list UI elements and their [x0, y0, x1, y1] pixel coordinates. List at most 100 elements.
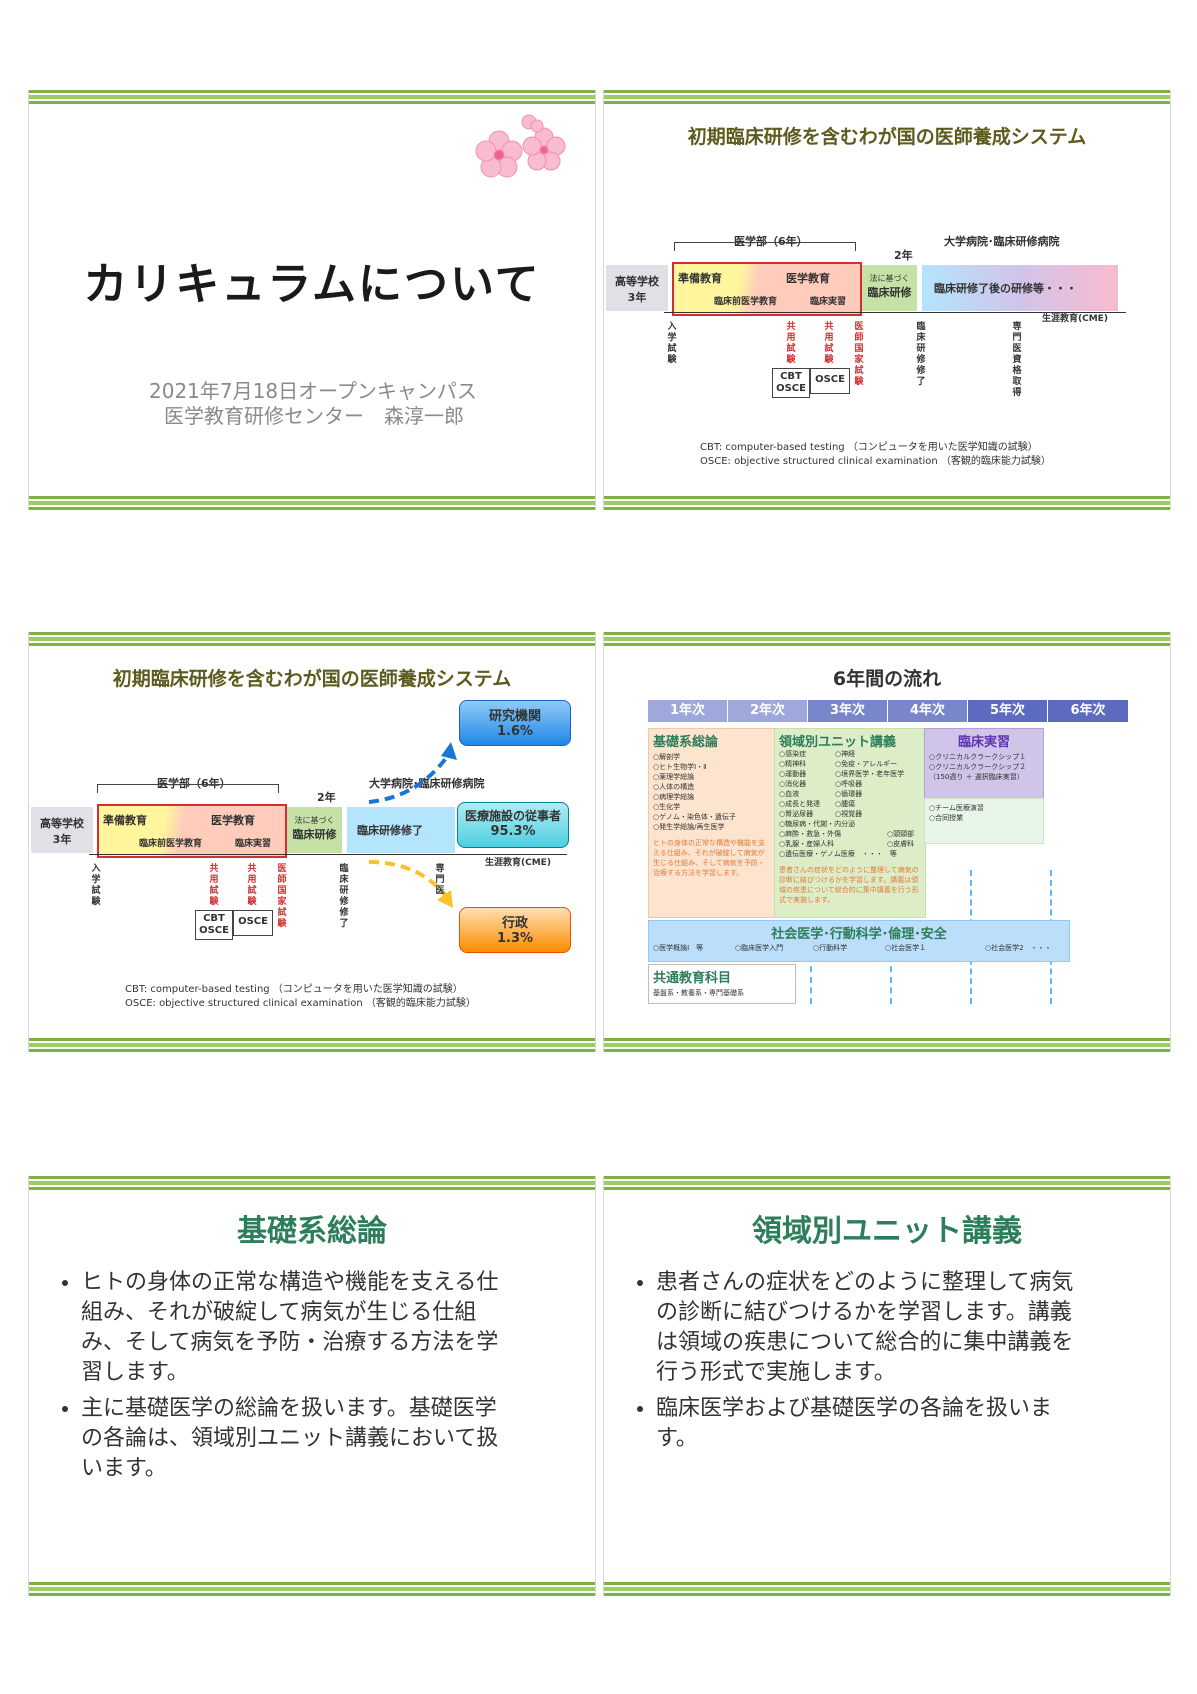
unit-desc: 患者さんの症状をどのように整理して病気の診断に結びつけるかを学習します。講義は領…: [779, 866, 919, 904]
research-label: 研究機関: [488, 709, 541, 724]
unit-list-col1: ○感染症 ○精神科 ○運動器 ○消化器 ○血液 ○成長と発達 ○腎泌尿器 ○糖尿…: [779, 749, 897, 859]
slide-border-bottom: [29, 496, 595, 510]
preclinical-label: 臨床前医学教育: [139, 839, 203, 849]
list-item: ○麻酔・救急・外傷: [779, 830, 842, 838]
common-title: 共通教育科目: [653, 971, 732, 986]
training-done-label: 臨床研修修了: [916, 322, 926, 387]
common-exam-1-label: 共用試験: [209, 864, 219, 907]
slide-heading: 初期臨床研修を含むわが国の医師養成システム: [112, 668, 512, 690]
list-item: ○発生学総論/再生医学: [653, 823, 725, 831]
slide-border-bottom: [604, 496, 1170, 510]
prep-label: 準備教育: [678, 272, 722, 285]
list-item: ○神経: [835, 750, 856, 758]
list-item: ○糖尿病・代謝・内分泌: [779, 820, 856, 828]
osce-note: OSCE: objective structured clinical exam…: [700, 456, 1051, 467]
two-years-label: 2年: [894, 249, 913, 262]
basic-title: 基礎系総論: [653, 735, 719, 750]
social-title: 社会医学･行動科学･倫理･安全: [771, 927, 947, 942]
slide-border-top: [604, 90, 1170, 104]
bullet-list: ヒトの身体の正常な構造や機能を支える仕組み、それが破綻して病気が生じる仕組み、そ…: [59, 1268, 509, 1490]
osce-note: OSCE: objective structured clinical exam…: [125, 998, 476, 1009]
list-item: ○感染症: [779, 750, 807, 758]
slide-title: カリキュラムについて 2021年7月18日オープンキャンパス 医学教育研修センタ…: [28, 90, 596, 510]
list-item: ○精神科: [779, 760, 807, 768]
osce-label: OSCE: [238, 916, 268, 927]
slide-career-outcomes: 初期臨床研修を含むわが国の医師養成システム 研究機関 1.6% 医学部（6年） …: [28, 632, 596, 1052]
team-list: ○チーム医療演習 ○合同授業: [925, 799, 1043, 827]
clinical-block: 臨床実習 ○クリニカルクラークシップ１ ○クリニカルクラークシップ２ （150週…: [924, 728, 1044, 800]
after-training-box: 臨床研修了後の研修等・・・: [922, 265, 1118, 311]
divider-year4: [890, 924, 892, 1004]
year-5: 5年次: [968, 700, 1047, 722]
list-item: ○ゲノム・染色体・遺伝子: [653, 813, 736, 821]
two-years-label: 2年: [317, 791, 336, 804]
clinical-training-label: 臨床研修: [292, 828, 337, 841]
year-bar: 1年次 2年次 3年次 4年次 5年次 6年次: [648, 700, 1128, 722]
list-item: ○腫瘍: [835, 800, 856, 808]
list-item: ○社会医学2 ・・・: [985, 944, 1052, 952]
specialist-label: 専門医: [435, 864, 445, 896]
hospital-label: 大学病院･臨床研修病院: [369, 777, 485, 790]
slide-six-years: 6年間の流れ 1年次 2年次 3年次 4年次 5年次 6年次 基礎系総論 ○解剖…: [603, 632, 1171, 1052]
list-item: ○ヒト生物学Ⅰ・Ⅱ: [653, 763, 707, 771]
list-item: ○生化学: [653, 803, 681, 811]
bullet-item: 患者さんの症状をどのように整理して病気の診断に結びつけるかを学習します。講義は領…: [656, 1268, 1084, 1388]
admin-pct: 1.3%: [496, 931, 534, 946]
specialist-label: 専門医資格取得: [1012, 322, 1022, 398]
list-item: ○チーム医療演習: [929, 804, 984, 812]
slide-border-bottom: [604, 1582, 1170, 1596]
list-item: ○消化器: [779, 780, 807, 788]
high-school-box: 高等学校 3年: [606, 265, 668, 311]
list-item: ○成長と発達: [779, 800, 821, 808]
list-item: ○医学概論Ⅰ 等: [653, 944, 704, 952]
slide-border-top: [604, 632, 1170, 646]
divider-year3: [810, 924, 812, 1004]
subtitle-date: 2021年7月18日オープンキャンパス: [149, 379, 477, 403]
cherry-blossom-icon: [469, 110, 579, 204]
med-edu-box: 準備教育 医学教育 臨床前医学教育 臨床実習: [672, 262, 862, 316]
admin-box: 行政 1.3%: [459, 907, 571, 953]
slide-border-top: [29, 1176, 595, 1190]
basic-list: ○解剖学 ○ヒト生物学Ⅰ・Ⅱ ○薬理学総論 ○人体の構造 ○病理学総論 ○生化学…: [649, 752, 775, 832]
med-edu-box: 準備教育 医学教育 臨床前医学教育 臨床実習: [97, 804, 287, 858]
basic-desc: ヒトの身体の正常な構造や機能を支える仕組み、それが破綻して病気が生じる仕組み、そ…: [653, 839, 765, 877]
common-sub: 基盤系・教養系・専門基礎系: [653, 989, 744, 997]
team-block: ○チーム医療演習 ○合同授業: [924, 798, 1044, 844]
unit-list-col3: ○頭頸部 ○皮膚科: [887, 829, 914, 849]
list-item: ○免疫・アレルギー: [835, 760, 898, 768]
medical-pct: 95.3%: [490, 824, 536, 839]
medical-box: 医療施設の従事者 95.3%: [457, 802, 569, 848]
cbt-note: CBT: computer-based testing （コンピュータを用いた医…: [125, 984, 463, 995]
clinical-training-box: 法に基づく 臨床研修: [862, 265, 917, 311]
training-done-box: 臨床研修修了: [347, 807, 455, 853]
list-item: ○合同授業: [929, 814, 964, 822]
unit-list-col2: ○神経 ○免疫・アレルギー ○境界医学・老年医学 ○呼吸器 ○循環器 ○腫瘍 ○…: [835, 749, 904, 819]
list-item: ○腎泌尿器: [779, 810, 814, 818]
list-item: ○乳腺・産婦人科: [779, 840, 835, 848]
osce-box: OSCE: [810, 368, 850, 394]
law-based-label: 法に基づく: [869, 274, 910, 283]
list-item: ○視覚器: [835, 810, 863, 818]
list-item: ○解剖学: [653, 753, 681, 761]
page-title: カリキュラムについて: [83, 259, 541, 310]
slide-heading: 基礎系総論: [237, 1214, 387, 1249]
med-school-bracket: [674, 242, 856, 251]
slide-border-bottom: [29, 1038, 595, 1052]
clinical-list: ○クリニカルクラークシップ１ ○クリニカルクラークシップ２ （150週り ＋ 選…: [925, 752, 1043, 782]
cbt-note: CBT: computer-based testing （コンピュータを用いた医…: [700, 442, 1038, 453]
research-box: 研究機関 1.6%: [459, 700, 571, 746]
med-school-bracket: [97, 784, 279, 793]
osce-label: OSCE: [815, 374, 845, 385]
list-item: ○血液: [779, 790, 800, 798]
list-item: （150週り ＋ 選択臨床実習）: [929, 773, 1024, 781]
cme-label: 生涯教育(CME): [485, 858, 551, 868]
list-item: ○遺伝医療・ゲノム医療 ・・・ 等: [779, 850, 897, 858]
slide-heading: 初期臨床研修を含むわが国の医師養成システム: [687, 126, 1087, 148]
year-2: 2年次: [728, 700, 807, 722]
clinical-practice-label: 臨床実習: [810, 297, 847, 307]
national-exam-label: 医師国家試験: [277, 864, 287, 929]
year-3: 3年次: [808, 700, 887, 722]
bullet-list: 患者さんの症状をどのように整理して病気の診断に結びつけるかを学習します。講義は領…: [634, 1268, 1084, 1460]
list-item: ○臨床医学入門: [735, 944, 784, 952]
unit-block: 領域別ユニット講義 ○感染症 ○精神科 ○運動器 ○消化器 ○血液 ○成長と発達…: [774, 728, 926, 918]
